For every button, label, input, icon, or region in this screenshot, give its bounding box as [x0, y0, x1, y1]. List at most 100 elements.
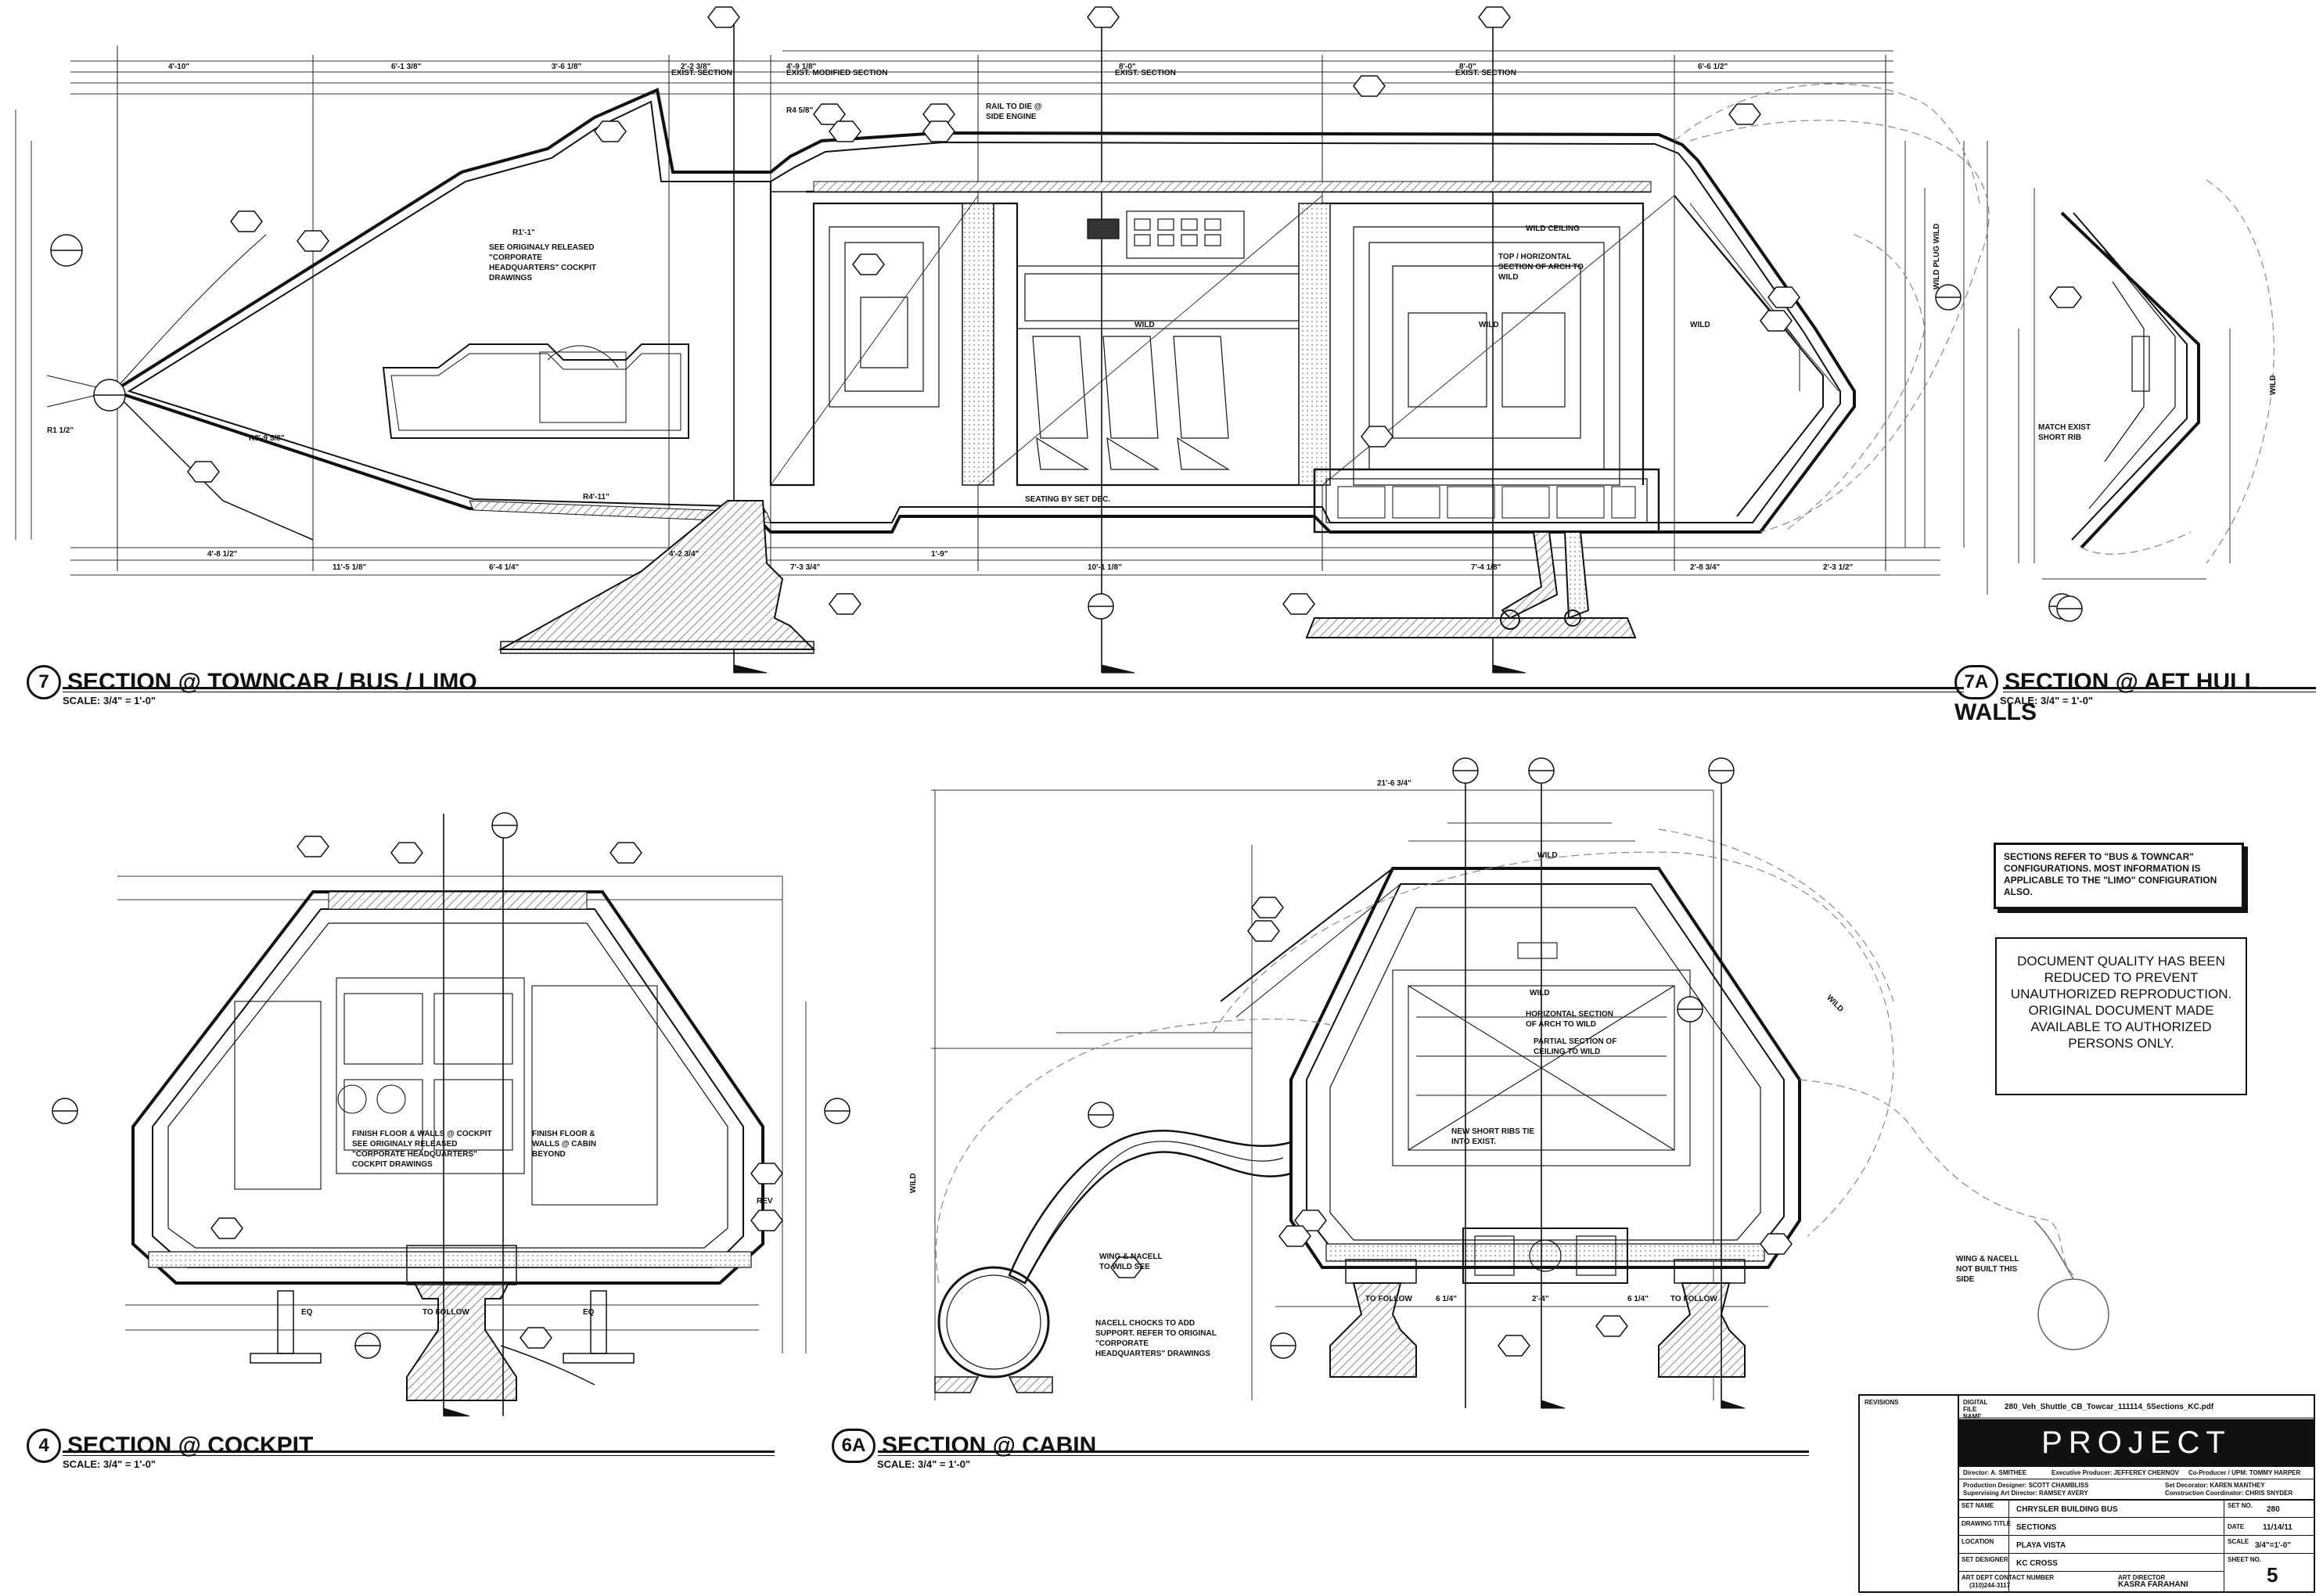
radius-label: R3'-9 5/8": [249, 434, 285, 443]
set-name-label: SET NAME: [1962, 1502, 1994, 1509]
section-name: SECTION @ COCKPIT: [67, 1432, 314, 1458]
art-director: KASRA FARAHANI: [2118, 1580, 2188, 1589]
dim-bottom: 4'-2 3/4": [669, 550, 699, 559]
dim-bottom: 2'-8 3/4": [1690, 563, 1721, 572]
drawing-title-label: DRAWING TITLE: [1962, 1520, 2012, 1527]
revisions-label: REVISIONS: [1865, 1399, 1899, 1406]
section-scale: SCALE: 3/4" = 1'-0": [63, 1458, 156, 1470]
radius-label: R1'-1": [512, 228, 535, 237]
callout-seating: SEATING BY SET DEC.: [1025, 495, 1111, 504]
section-number: 7: [27, 665, 61, 699]
configuration-note: SECTIONS REFER TO "BUS & TOWNCAR" CONFIG…: [1994, 843, 2244, 909]
callout-finish-cabin: FINISH FLOOR & WALLS @ CABIN BEYOND: [532, 1130, 596, 1159]
label-eq: EQ: [583, 1308, 595, 1317]
section-number: 6A: [832, 1429, 876, 1463]
section-name: SECTION @ TOWNCAR / BUS / LIMO: [67, 669, 477, 695]
credit-exec-producer: Executive Producer: JEFFEREY CHERNOV: [2052, 1469, 2180, 1476]
label-wild: WILD: [2269, 375, 2278, 395]
label-eq: EQ: [301, 1308, 313, 1317]
dim-top: 4'-9 1/8": [786, 63, 817, 71]
section-number: 7A: [1954, 665, 1998, 699]
quality-line: DOCUMENT QUALITY HAS BEEN: [2017, 954, 2225, 969]
label-wild: WILD: [909, 1173, 918, 1193]
quality-line: AVAILABLE TO AUTHORIZED: [2030, 1019, 2212, 1034]
callout-exist-section: EXIST. SECTION: [1455, 69, 1516, 77]
dim-bottom: 1'-9": [931, 550, 948, 559]
label-to-follow: TO FOLLOW: [1670, 1295, 1717, 1303]
credit-co-producer: Co-Producer / UPM: TOMMY HARPER: [2188, 1469, 2301, 1476]
dim-top: 6'-1 3/8": [391, 63, 422, 71]
set-designer: KC CROSS: [2016, 1559, 2058, 1568]
credit-set-decorator: Set Decorator: KAREN MANTHEY: [2165, 1482, 2265, 1489]
contact: (310)244-3117: [1969, 1582, 2011, 1589]
label-wild: WILD: [1690, 321, 1710, 329]
set-name: CHRYSLER BUILDING BUS: [2016, 1505, 2118, 1514]
cabin-drawing: [931, 757, 2109, 1409]
title-underline: [2003, 687, 2316, 689]
contact-label: ART DEPT CONTACT NUMBER: [1962, 1574, 2055, 1581]
callout-exist-modified: EXIST. MODIFIED SECTION: [786, 69, 888, 77]
callout-finish-cockpit: FINISH FLOOR & WALLS @ COCKPIT SEE ORIGI…: [352, 1130, 492, 1169]
dim-top: 2'-2 3/8": [681, 63, 711, 71]
label-to-follow: TO FOLLOW: [1365, 1295, 1412, 1303]
dim-bottom: 2'-3 1/2": [1823, 563, 1854, 572]
label-to-follow: TO FOLLOW: [423, 1308, 469, 1317]
radius-label: R4 5/8": [786, 106, 814, 115]
callout-horizontal-section: HORIZONTAL SECTION OF ARCH TO WILD: [1526, 1010, 1613, 1029]
document-quality-note: DOCUMENT QUALITY HAS BEEN REDUCED TO PRE…: [1995, 937, 2247, 1095]
label-wild-plug: WILD PLUG WILD: [1933, 223, 1941, 289]
callout-exist-section: EXIST. SECTION: [1115, 69, 1176, 77]
section-scale: SCALE: 3/4" = 1'-0": [877, 1458, 971, 1470]
date: 11/14/11: [2263, 1523, 2292, 1532]
callout-partial-section: PARTIAL SECTION OF CEILING TO WILD: [1534, 1037, 1617, 1056]
label-rev: REV: [757, 1197, 773, 1206]
section-scale: SCALE: 3/4" = 1'-0": [2000, 695, 2094, 706]
title-block: REVISIONS DIGITAL FILE NAME 280_Veh_Shut…: [1858, 1394, 2315, 1593]
location-label: LOCATION: [1962, 1538, 1994, 1545]
credit-director: Director: A. SMITHEE: [1963, 1469, 2027, 1476]
title-underline: [878, 1450, 1809, 1453]
configuration-note-text: SECTIONS REFER TO "BUS & TOWNCAR" CONFIG…: [2004, 851, 2217, 897]
dim-cabin-center: 2'-4": [1532, 1295, 1549, 1303]
towncar-section-drawing: [15, 6, 2075, 674]
radius-label: R4'-11": [583, 493, 610, 501]
dim-top: 3'-6 1/8": [552, 63, 582, 71]
dim-cabin-width: 21'-6 3/4": [1377, 779, 1411, 788]
project-logo: PROJECT: [1959, 1419, 2314, 1466]
dim-top: 8'-0": [1459, 63, 1476, 71]
callout-wing-nacell-wild: WING & NACELL TO WILD SEE: [1099, 1253, 1163, 1271]
callout-exist-section: EXIST. SECTION: [671, 69, 732, 77]
section-number: 4: [27, 1429, 61, 1463]
title-underline: [63, 687, 1964, 689]
art-director-label: ART DIRECTOR: [2118, 1574, 2166, 1581]
section-scale: SCALE: 3/4" = 1'-0": [63, 695, 156, 706]
callout-wild-ceiling: WILD CEILING: [1526, 225, 1580, 233]
credit-supervising-ad: Supervising Art Director: RAMSEY AVERY: [1963, 1490, 2088, 1497]
credit-production-designer: Production Designer: SCOTT CHAMBLISS: [1963, 1482, 2089, 1489]
dim-cabin-side: 6 1/4": [1436, 1295, 1457, 1303]
callout-top-horizontal: TOP / HORIZONTAL SECTION OF ARCH TO WILD: [1498, 253, 1584, 282]
callout-wing-not-built: WING & NACELL NOT BUILT THIS SIDE: [1956, 1255, 2019, 1284]
dim-bottom: 7'-4 1/8": [1471, 563, 1501, 572]
dim-top: 4'-10": [168, 63, 190, 71]
label-wild: WILD: [1135, 321, 1155, 329]
label-wild: WILD: [1479, 321, 1499, 329]
quality-line: ORIGINAL DOCUMENT MADE: [2028, 1003, 2214, 1018]
credit-construction: Construction Coordinator: CHRIS SNYDER: [2165, 1490, 2293, 1497]
file-name: 280_Veh_Shuttle_CB_Towcar_111114_5Sectio…: [2005, 1403, 2214, 1411]
callout-rail: RAIL TO DIE @ SIDE ENGINE: [986, 102, 1042, 121]
dim-top: 6'-6 1/2": [1698, 63, 1728, 71]
label-wild: WILD: [1537, 851, 1558, 860]
location: PLAYA VISTA: [2016, 1541, 2066, 1550]
sheet-label: SHEET NO.: [2228, 1556, 2262, 1563]
dim-bottom: 11'-5 1/8": [333, 563, 367, 572]
date-label: DATE: [2228, 1523, 2245, 1530]
dim-cabin-side: 6 1/4": [1627, 1295, 1649, 1303]
quality-line: PERSONS ONLY.: [2068, 1036, 2174, 1051]
